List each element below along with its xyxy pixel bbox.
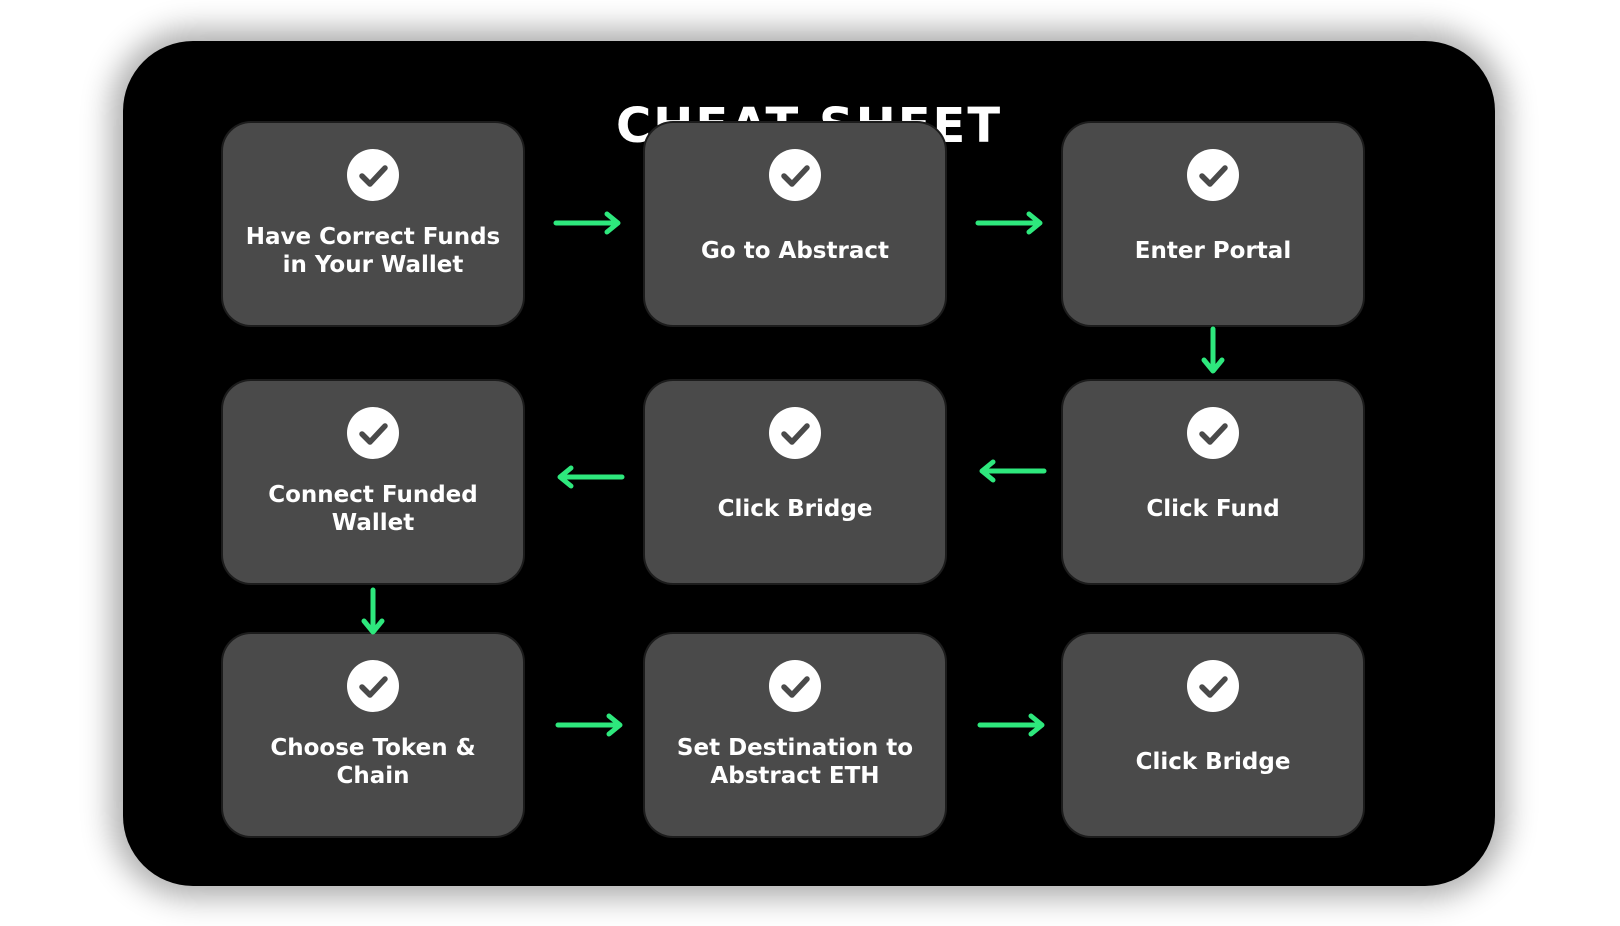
arrow-left-icon bbox=[979, 459, 1047, 483]
step-label: Click Fund bbox=[1146, 496, 1280, 522]
arrow-down-icon bbox=[361, 587, 385, 635]
step-label: Enter Portal bbox=[1134, 238, 1292, 264]
step-2: Go to Abstract bbox=[645, 123, 945, 325]
step-label: Go to Abstract bbox=[701, 238, 889, 264]
arrow-right-icon bbox=[977, 713, 1045, 737]
step-label: Click Bridge bbox=[717, 496, 873, 522]
check-circle-icon bbox=[1187, 407, 1239, 459]
check-circle-icon bbox=[347, 660, 399, 712]
check-circle-icon bbox=[769, 149, 821, 201]
arrow-right-icon bbox=[975, 211, 1043, 235]
check-circle-icon bbox=[769, 407, 821, 459]
check-circle-icon bbox=[1187, 660, 1239, 712]
step-1: Have Correct Funds in Your Wallet bbox=[223, 123, 523, 325]
step-9: Click Bridge bbox=[1063, 634, 1363, 836]
step-label: Have Correct Funds in Your Wallet bbox=[245, 224, 501, 278]
arrow-down-icon bbox=[1201, 326, 1225, 374]
check-circle-icon bbox=[347, 407, 399, 459]
check-circle-icon bbox=[769, 660, 821, 712]
step-label: Set Destination to Abstract ETH bbox=[676, 735, 914, 789]
arrow-right-icon bbox=[553, 211, 621, 235]
arrow-left-icon bbox=[557, 465, 625, 489]
step-3: Enter Portal bbox=[1063, 123, 1363, 325]
step-8: Set Destination to Abstract ETH bbox=[645, 634, 945, 836]
arrow-right-icon bbox=[555, 713, 623, 737]
step-label: Choose Token & Chain bbox=[270, 735, 476, 789]
step-6: Connect Funded Wallet bbox=[223, 381, 523, 583]
step-4: Click Fund bbox=[1063, 381, 1363, 583]
cheat-sheet-card: CHEAT SHEET Have Correct Funds in Your W… bbox=[123, 41, 1495, 886]
check-circle-icon bbox=[1187, 149, 1239, 201]
step-label: Click Bridge bbox=[1135, 749, 1291, 775]
step-5: Click Bridge bbox=[645, 381, 945, 583]
step-7: Choose Token & Chain bbox=[223, 634, 523, 836]
check-circle-icon bbox=[347, 149, 399, 201]
step-label: Connect Funded Wallet bbox=[268, 482, 478, 536]
